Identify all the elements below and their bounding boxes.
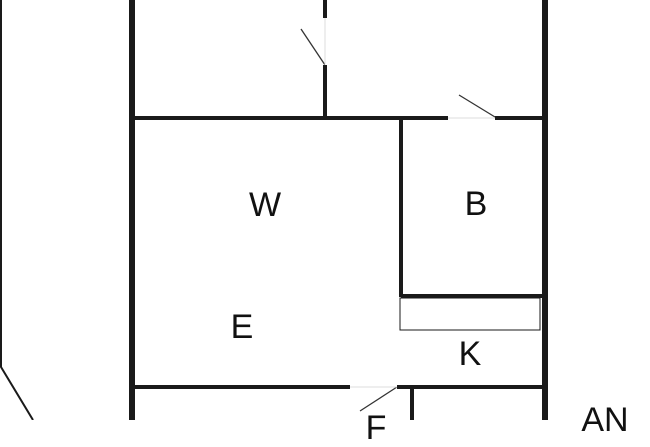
door-leaf-upper[interactable]: [300, 28, 326, 66]
room-label-an: AN: [581, 401, 629, 439]
room-label-e: E: [230, 308, 254, 346]
room-label-w: W: [248, 186, 282, 224]
floor-plan: [0, 0, 548, 420]
counter: [399, 297, 541, 331]
outer-boundary-line: [0, 0, 34, 420]
door-leaf-top-right[interactable]: [458, 94, 496, 118]
room-label-b: B: [464, 185, 488, 223]
door-leaf-bottom[interactable]: [359, 386, 398, 412]
room-label-f: F: [365, 409, 387, 447]
room-label-k: K: [458, 335, 482, 373]
